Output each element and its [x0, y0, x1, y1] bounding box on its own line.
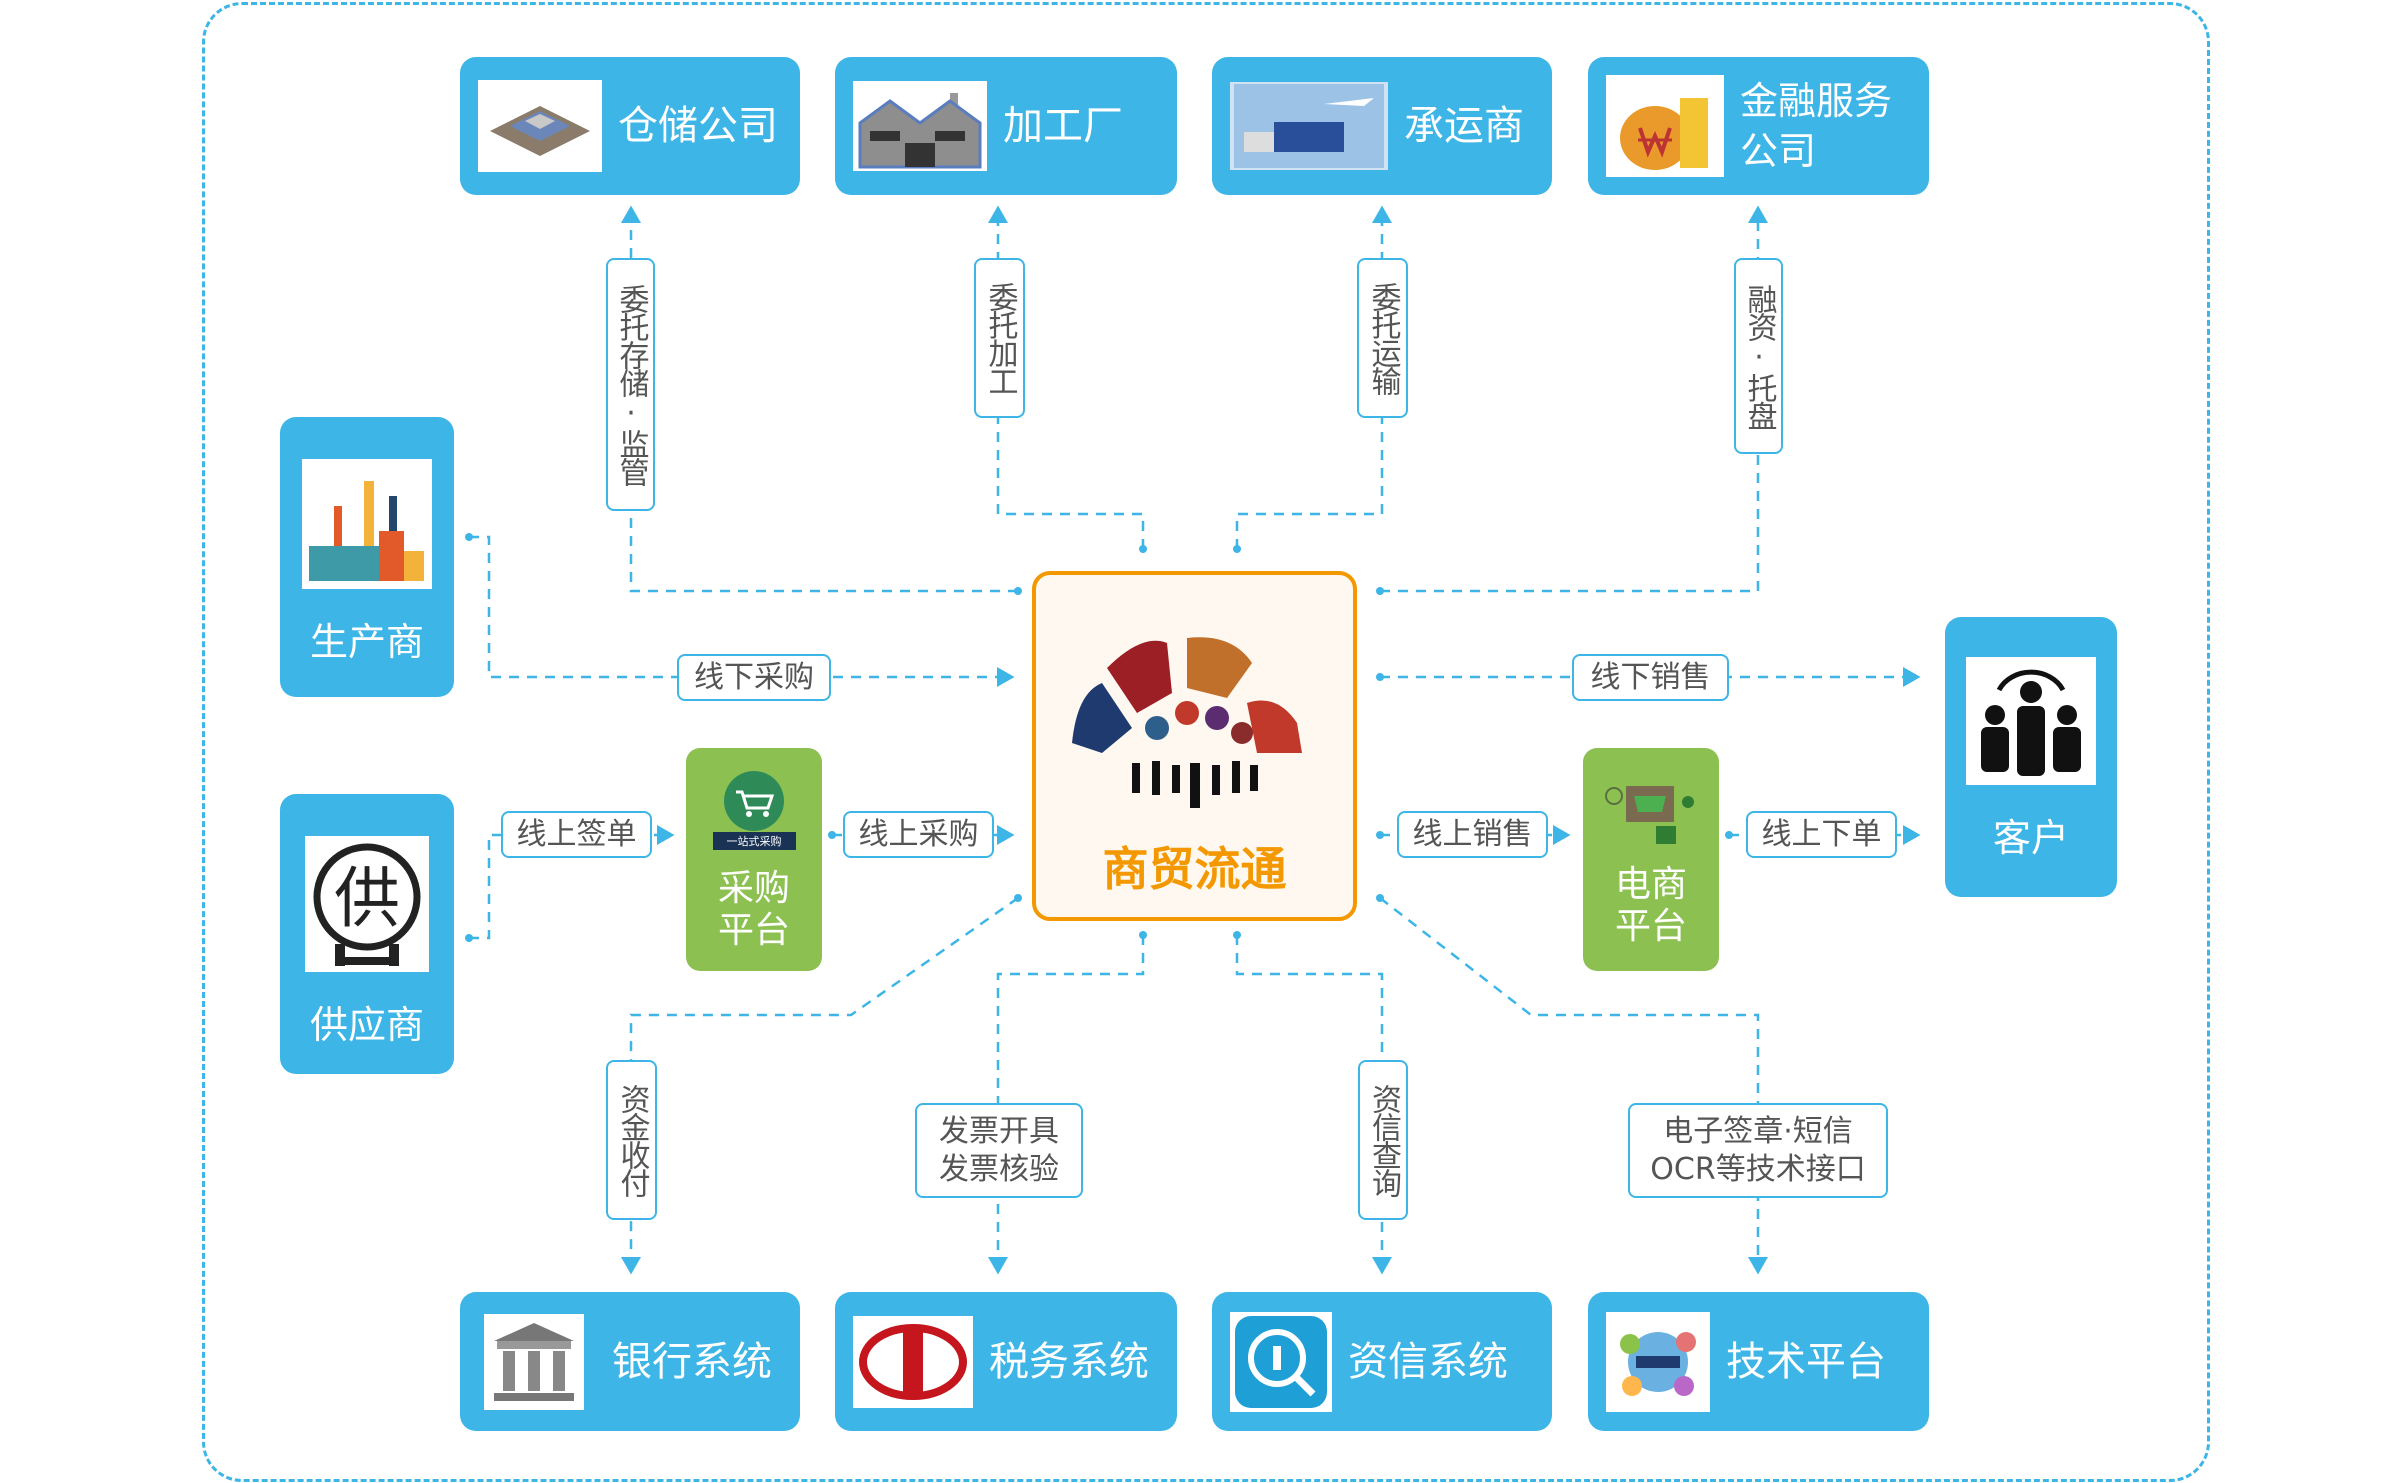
label-processing: 委托加工 [974, 258, 1025, 418]
ecommerce-cart-icon [1596, 766, 1706, 860]
purchase-banner: 一站式采购 [712, 832, 796, 850]
node-label: 采购平台 [718, 868, 790, 952]
label-online-sign: 线上签单 [501, 811, 652, 858]
center-node-trade-circulation: 商贸流通 [1032, 571, 1357, 921]
diagram-frame [202, 2, 2210, 1482]
node-credit-system: 资信系统 [1212, 1292, 1552, 1431]
connector-dots [465, 533, 1733, 942]
node-label: 生产商 [309, 620, 424, 664]
label-online-order: 线上下单 [1746, 811, 1897, 858]
node-label: 资信系统 [1348, 1338, 1508, 1385]
node-carrier: 承运商 [1212, 57, 1552, 195]
center-title: 商贸流通 [1102, 842, 1287, 896]
node-supplier: 供 供应商 [280, 794, 454, 1074]
node-processing-plant: 加工厂 [835, 57, 1177, 195]
node-label: 税务系统 [989, 1338, 1149, 1385]
node-ecommerce-platform: 电商平台 [1583, 748, 1719, 971]
label-line: OCR等技术接口 [1650, 1151, 1866, 1187]
node-label-line: 金融服务 [1740, 79, 1893, 123]
node-label: 客户 [1992, 816, 2069, 860]
factory-building-icon [853, 81, 987, 171]
node-customer: 客户 [1945, 617, 2117, 897]
warehouse-icon [478, 80, 602, 172]
line-warehouse [621, 205, 1018, 593]
node-label: 银行系统 [612, 1338, 772, 1385]
node-tax-system: 税务系统 [835, 1292, 1177, 1431]
supplier-emblem-char: 供 [334, 860, 400, 937]
label-line: 发票核验 [939, 1151, 1059, 1187]
node-label: 仓储公司 [618, 103, 778, 149]
node-label: 金融服务公司 [1740, 76, 1892, 176]
node-label: 加工厂 [1003, 103, 1123, 149]
label-credit-inquiry: 资信查询 [1358, 1060, 1408, 1220]
social-media-crowd-icon [1072, 637, 1302, 808]
node-label-line: 采购 [717, 868, 790, 909]
supplier-emblem-icon: 供 [305, 836, 429, 972]
factory-icon [302, 459, 432, 589]
node-label-line: 平台 [1614, 906, 1687, 947]
node-label: 电商平台 [1615, 864, 1687, 948]
label-offline-sales: 线下销售 [1572, 654, 1729, 701]
label-online-sales: 线上销售 [1397, 811, 1548, 858]
label-fund-payment: 资金收付 [606, 1060, 657, 1220]
node-producer: 生产商 [280, 417, 454, 697]
customers-icon [1966, 657, 2096, 785]
node-label-line: 公司 [1740, 129, 1817, 173]
shopping-cart-icon: 一站式采购 [712, 770, 796, 850]
bank-icon [484, 1313, 584, 1410]
label-offline-purchase: 线下采购 [677, 654, 831, 701]
line-bank [621, 896, 1019, 1275]
node-label-line: 平台 [717, 910, 790, 951]
label-line: 发票开具 [939, 1113, 1059, 1149]
line-finance [1380, 205, 1768, 593]
tax-emblem-icon [853, 1315, 973, 1408]
node-warehouse-company: 仓储公司 [460, 57, 800, 195]
node-label-line: 电商 [1614, 864, 1687, 905]
credit-search-icon [1230, 1311, 1332, 1412]
label-invoice: 发票开具发票核验 [915, 1103, 1083, 1198]
label-online-purchase: 线上采购 [843, 811, 994, 858]
node-financial-services: 金融服务公司 [1588, 57, 1929, 195]
label-transport: 委托运输 [1357, 258, 1408, 418]
node-label: 供应商 [309, 1003, 424, 1047]
network-icon [1606, 1311, 1710, 1412]
line-online-sign [469, 825, 675, 940]
node-tech-platform: 技术平台 [1588, 1292, 1929, 1431]
transport-icon [1230, 82, 1388, 170]
label-storage-supervision: 委托存储·监管 [606, 258, 655, 511]
money-bag-icon [1606, 75, 1724, 177]
node-purchase-platform: 一站式采购 采购平台 [686, 748, 822, 971]
label-financing-pallet: 融资·托盘 [1734, 258, 1783, 454]
label-line: 电子签章·短信 [1663, 1113, 1853, 1149]
node-bank-system: 银行系统 [460, 1292, 800, 1431]
node-label: 技术平台 [1726, 1338, 1886, 1385]
node-label: 承运商 [1404, 103, 1524, 149]
